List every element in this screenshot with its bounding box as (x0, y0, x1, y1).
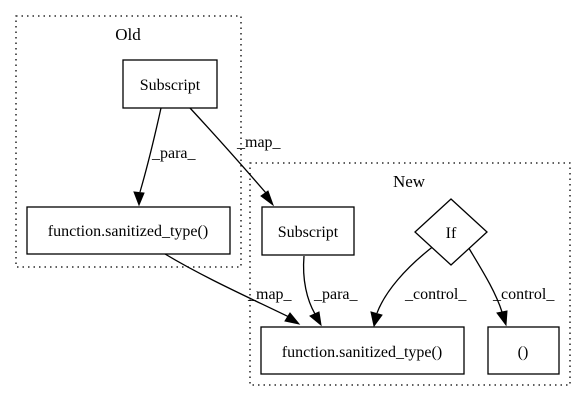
node-label: function.sanitized_type() (282, 344, 442, 361)
edge-arrowhead (496, 310, 508, 327)
node-new-tuple[interactable]: () (487, 326, 560, 375)
cluster-new: New (249, 162, 571, 386)
edge-label: _para_ (313, 286, 359, 303)
edge-line (164, 253, 290, 318)
edge-arrowhead (284, 312, 301, 325)
edge-arrowhead (260, 190, 275, 207)
cluster-old-title: Old (115, 25, 141, 44)
cluster-old-border (15, 15, 242, 268)
node-label: Subscript (140, 77, 201, 94)
node-new-if[interactable]: If (414, 198, 488, 266)
node-new-subscript[interactable]: Subscript (261, 206, 355, 256)
edge-label: _control_ (404, 286, 467, 303)
edge-arrowhead (370, 311, 383, 328)
edge-if-to-tuple: _control_ (466, 244, 555, 327)
edge-line (302, 255, 316, 315)
edge-label: _para_ (151, 145, 197, 162)
edge-new-subscript-to-new-function: _para_ (302, 255, 359, 327)
edge-line (466, 244, 503, 313)
cluster-new-border (249, 162, 571, 386)
edge-line (139, 107, 162, 193)
edge-old-function-to-new-function: _map_ (164, 253, 301, 325)
node-label: If (446, 225, 457, 242)
node-diamond (414, 198, 488, 266)
edge-label: _map_ (247, 286, 293, 303)
edge-old-subscript-to-new-subscript: _map_ (189, 107, 282, 207)
edge-if-to-new-function: _control_ (370, 244, 467, 328)
node-new-function[interactable]: function.sanitized_type() (260, 326, 465, 375)
node-old-function[interactable]: function.sanitized_type() (26, 206, 231, 255)
edge-label: _map_ (236, 134, 282, 151)
node-box (26, 206, 231, 255)
edge-label: _control_ (492, 286, 555, 303)
cluster-new-title: New (393, 172, 426, 191)
node-label: () (518, 344, 529, 361)
edge-arrowhead (133, 191, 145, 207)
node-box (487, 326, 560, 375)
node-box (260, 326, 465, 375)
node-box (261, 206, 355, 256)
edge-old-subscript-to-old-function: _para_ (133, 107, 197, 207)
node-label: function.sanitized_type() (48, 223, 208, 240)
node-old-subscript[interactable]: Subscript (122, 59, 218, 109)
node-label: Subscript (278, 224, 339, 241)
cluster-old: Old (15, 15, 242, 268)
edge-arrowhead (309, 311, 322, 327)
edge-line (189, 107, 267, 194)
edge-line (376, 244, 436, 314)
node-box (122, 59, 218, 109)
